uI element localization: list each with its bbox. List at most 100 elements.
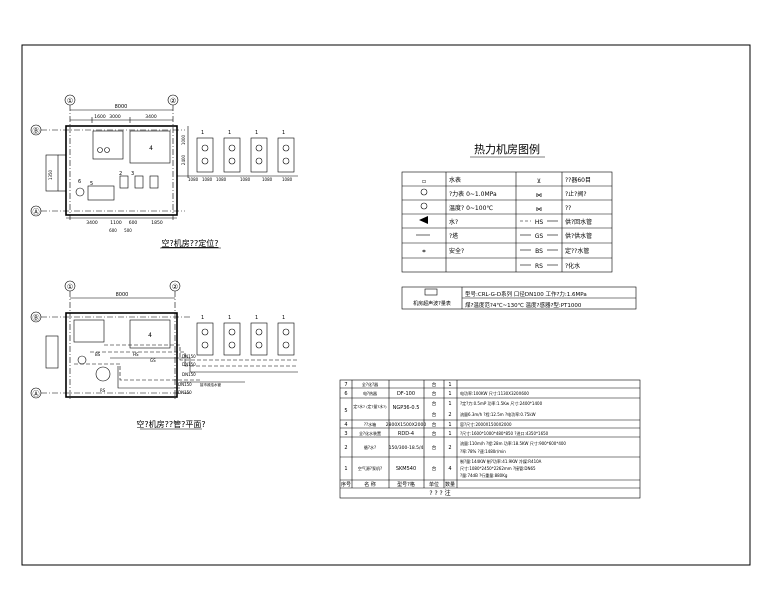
equip-label-5: 5	[90, 181, 93, 187]
pipe-run	[104, 344, 298, 361]
row-1b-note: 尺寸:1080*2450*2262mm ?接管:DN65	[460, 465, 536, 471]
heater-circle	[75, 187, 85, 197]
header-model: 型号?格	[397, 481, 415, 488]
dim-sub-3: 3400	[145, 114, 157, 120]
heat-pump-unit	[277, 137, 295, 173]
fan-icon	[255, 157, 263, 165]
row-3-no: 3	[344, 431, 347, 437]
heat-pump-units-plan1: 1 1 1 1 1080 1080 1080 1080 1080 1080	[177, 130, 298, 182]
heat-pump-units-plan2: 1 1 1 1	[196, 315, 295, 356]
table-frame	[339, 379, 641, 499]
pump-circle	[77, 355, 87, 365]
plan-2-caption: 空?机房??管?平面?	[136, 419, 205, 429]
legend-title: 热力机房图例	[474, 142, 540, 156]
row-1-no: 1	[344, 466, 347, 472]
row-3-note: ?尺寸:1600*1000*480*850 ?进口:4350*1650	[460, 430, 549, 436]
dim-top-total: 8000	[115, 104, 128, 110]
legend-code-bs: BS	[535, 248, 543, 255]
axis-label-b: Ⓑ	[33, 127, 40, 135]
row-4-no: 4	[344, 422, 347, 428]
row-6-unit: 台	[432, 390, 437, 397]
fan-icon	[228, 157, 236, 165]
valve-symbol: ⋈	[536, 206, 542, 213]
unit-label: 1	[255, 315, 258, 321]
row-1-qty: 4	[448, 466, 451, 472]
row-2-name: 循?水?	[364, 444, 376, 450]
row-5b-qty: 2	[448, 412, 451, 418]
row-5-note: ?定?力:0.5mP 功率:1.5Kw 尺寸:2400*1400	[460, 400, 543, 406]
side-dim: 1350	[48, 169, 53, 180]
check-valve-symbol: ⋈	[536, 192, 542, 199]
legend-row-6-label: 安全?	[449, 247, 464, 255]
header-qty: 数量	[445, 481, 455, 488]
equipment-table: 7 全?化?器 台 1 6 电?热器 DF-100 台 1 电功率:100KW …	[339, 379, 641, 499]
row-4-model: 2800X1500X2000	[386, 422, 427, 428]
row-5-no: 5	[344, 408, 347, 414]
dim-bottom-4: 1850	[151, 220, 163, 226]
legend-row-5-label: ?塔	[449, 232, 458, 240]
heat-pump-unit	[250, 322, 268, 356]
legend-code-rs: RS	[535, 263, 543, 270]
axis-label-a: Ⓐ	[33, 390, 40, 398]
room-wall-plan1	[65, 125, 178, 216]
dim-top-total: 8000	[116, 292, 129, 298]
water-tank	[129, 319, 171, 349]
row-1-name: 空气源?泵机?	[358, 465, 382, 471]
equipment-box-a	[92, 130, 124, 160]
header-unit: 单位	[429, 481, 439, 488]
row-6-no: 6	[344, 391, 347, 397]
fan-icon	[255, 341, 263, 349]
fan-icon	[255, 144, 263, 152]
legend-code-hs: HS	[535, 219, 544, 226]
unit-dim: 1080	[188, 177, 199, 182]
row-6-qty: 1	[448, 391, 451, 397]
equip-label-6: 6	[78, 179, 81, 185]
header-name: 名 称	[364, 481, 376, 488]
unit-label: 1	[255, 130, 258, 136]
plan-1-layout: ① ② Ⓑ Ⓐ 8000 1600 3000 3400 1350 4	[30, 94, 298, 249]
pipe-code-rs: RS	[100, 388, 106, 393]
pipe-size: DN150	[182, 362, 196, 367]
fan-icon	[228, 341, 236, 349]
right-dim-2: 2400	[181, 154, 186, 165]
heat-pump-unit	[196, 137, 214, 173]
meter-box-label: 机房超声波?量表	[413, 300, 451, 307]
fan-icon	[255, 328, 263, 336]
fan-icon	[282, 144, 290, 152]
dim-bottom-3: 600	[129, 220, 138, 226]
fan-icon	[228, 328, 236, 336]
door-plan1	[45, 154, 59, 192]
heat-pump-unit	[223, 137, 241, 173]
unit-dim: 1080	[262, 177, 273, 182]
row-2-model: 150/300-18.5/4	[389, 445, 424, 451]
legend-row-1-desc: ??器60目	[565, 177, 591, 184]
equip-label-4: 4	[149, 145, 153, 152]
room-wall-plan2	[65, 312, 178, 398]
axis-label-2: ②	[172, 283, 178, 291]
row-6-model: DF-100	[397, 391, 415, 397]
table-caption: ? ? ? 注	[429, 489, 450, 497]
legend-row-2-desc: ?止?阀?	[565, 190, 587, 198]
row-6-note: 电功率:100KW 尺寸:1130X320X600	[460, 390, 529, 396]
row-2-no: 2	[344, 445, 347, 451]
unit-label: 1	[228, 130, 231, 136]
pipe-code-gs: GS	[150, 358, 156, 363]
axis-label-1: ①	[67, 283, 73, 291]
row-7-name: 全?化?器	[362, 381, 378, 387]
safety-valve-symbol: ⌗	[422, 248, 426, 255]
header-no: 序号	[341, 481, 351, 488]
row-1-model: SKM540	[396, 466, 416, 472]
dim-sub-1: 1600	[94, 114, 106, 120]
water-meter-symbol: ▫	[422, 178, 426, 185]
row-5-model: NGP36-0.5	[393, 405, 420, 411]
legend-row-4-label: 水?	[449, 218, 458, 226]
door-plan2	[45, 335, 59, 369]
unit-label: 1	[201, 315, 204, 321]
unit-label: 1	[282, 130, 285, 136]
row-5b-note: 流量6.3m/h ?程:12.5m ?电功率:0.75kW	[460, 411, 536, 417]
right-dim-1: 1000	[181, 134, 186, 145]
row-5b-unit: 台	[432, 411, 437, 418]
pipe-size: DN150	[178, 390, 192, 395]
legend-code-gs: GS	[535, 233, 544, 240]
